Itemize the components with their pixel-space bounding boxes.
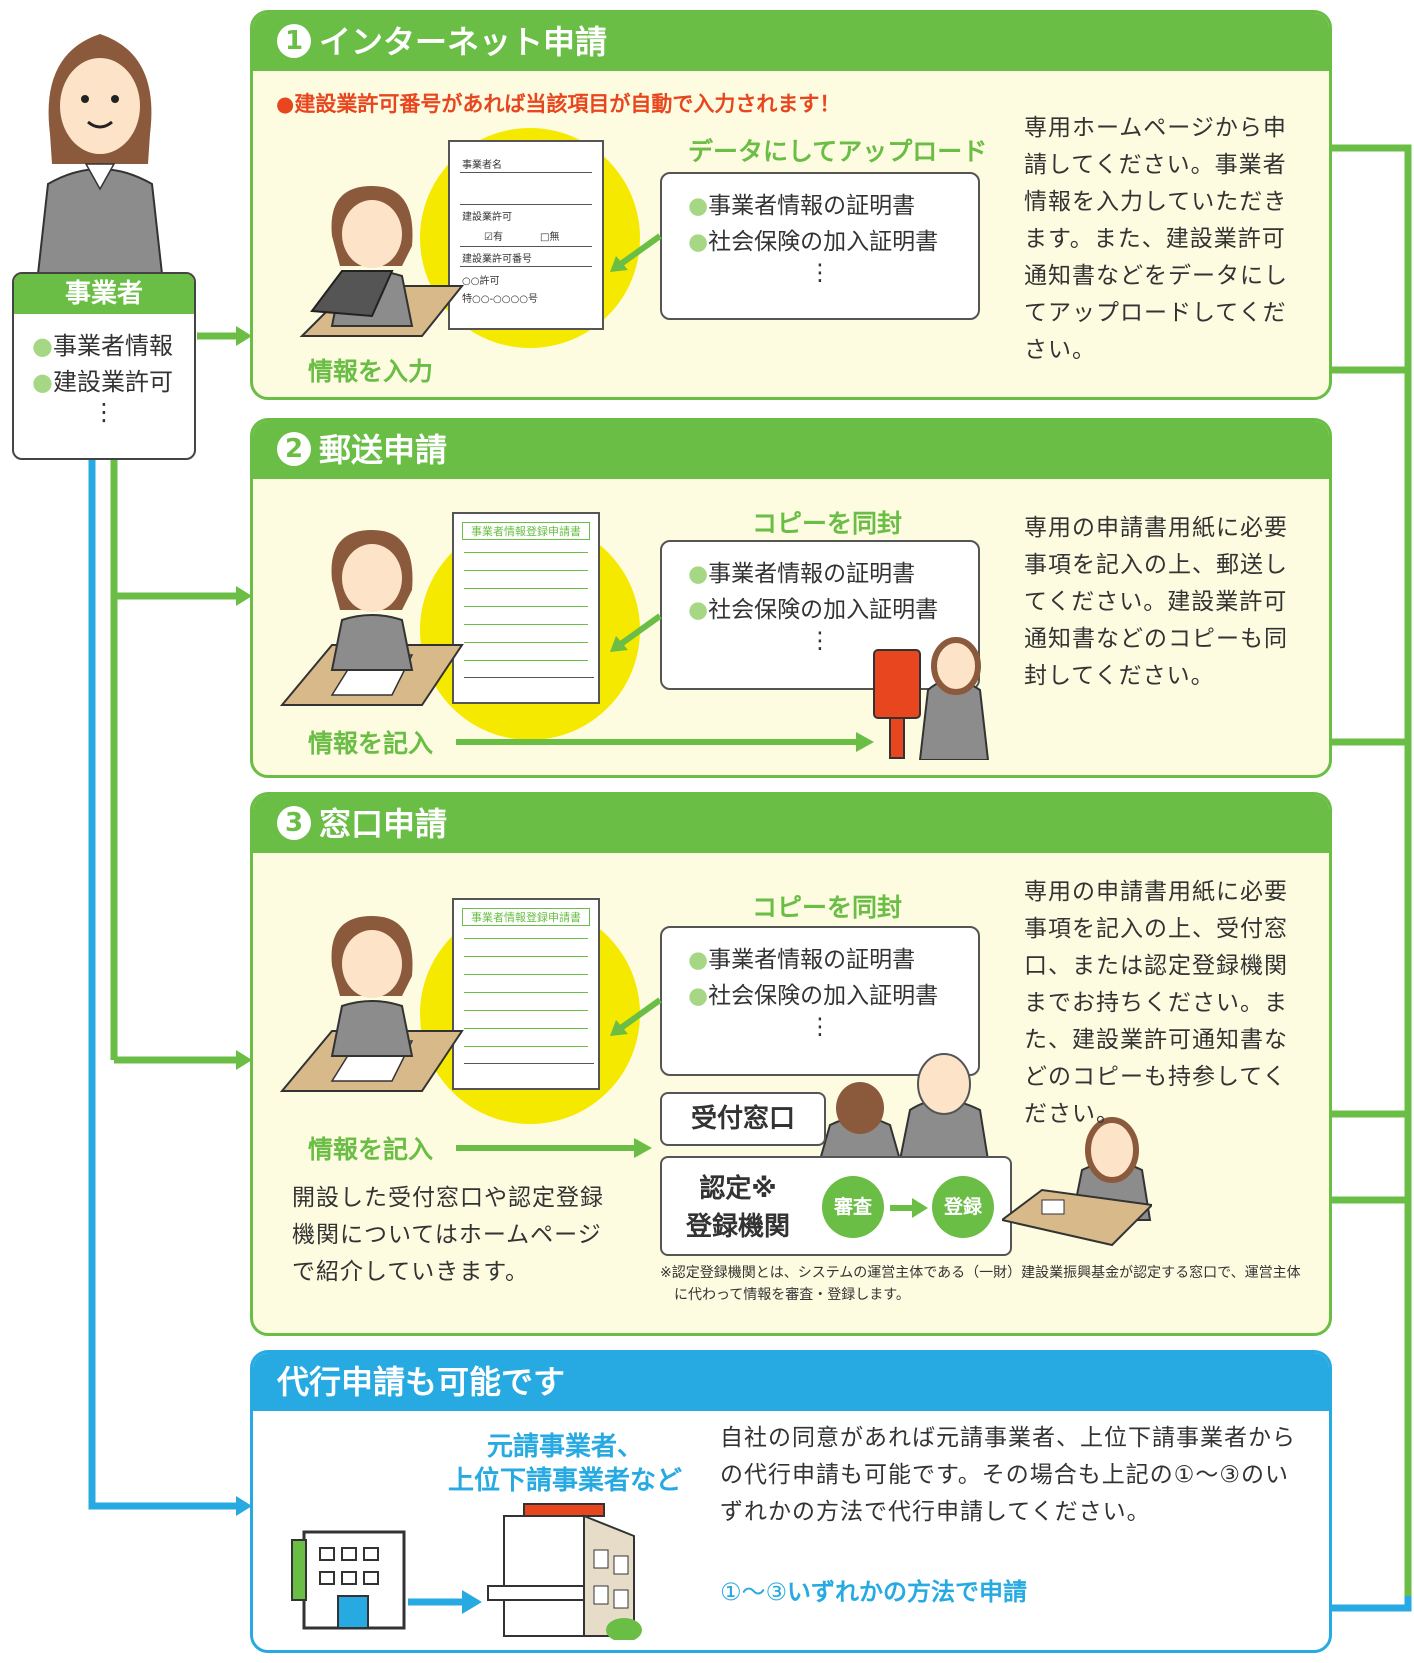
building-small-icon bbox=[290, 1522, 410, 1632]
enclose-label: コピーを同封 bbox=[752, 893, 903, 922]
building-large-icon bbox=[484, 1490, 644, 1642]
applicant-item: ●事業者情報 bbox=[32, 332, 173, 360]
applicant-figure bbox=[30, 14, 170, 275]
input-label: 情報を入力 bbox=[308, 357, 434, 386]
footnote: ※認定登録機関とは、システムの運営主体である（一財）建設業振興基金が認定する窓口… bbox=[660, 1265, 1301, 1303]
registry-staff-illustration bbox=[999, 1110, 1155, 1250]
input-label: 情報を記入 bbox=[308, 1135, 434, 1164]
person-writing bbox=[272, 906, 472, 1096]
review-step: 審査 bbox=[822, 1176, 884, 1238]
note-left: 開設した受付窓口や認定登録機関についてはホームページで紹介していきます。 bbox=[292, 1185, 604, 1285]
form-sheet: 事業者情報登録申請書 bbox=[452, 898, 600, 1090]
step-number: 3 bbox=[277, 806, 311, 840]
step-number: 1 bbox=[277, 24, 311, 58]
person-at-laptop bbox=[272, 176, 472, 346]
applicant-box: 事業者 ●事業者情報 ●建設業許可 ⋮ bbox=[12, 272, 196, 460]
upload-label: データにしてアップロード bbox=[688, 137, 988, 166]
form-sheet: 事業者名 建設業許可 ☑有 □無 建設業許可番号 ○○許可 特○○-○○○○号 bbox=[448, 140, 604, 330]
cert-label: 認定※ bbox=[699, 1174, 777, 1204]
counter-label: 受付窓口 bbox=[660, 1092, 826, 1146]
arrow-icon bbox=[456, 1138, 652, 1158]
method-note: ①〜③いずれかの方法で申請 bbox=[720, 1578, 1028, 1606]
counter-staff-illustration bbox=[818, 1030, 990, 1161]
form-title: 事業者情報登録申請書 bbox=[462, 908, 590, 926]
document-box: ●事業者情報の証明書 ●社会保険の加入証明書 ⋮ bbox=[660, 926, 980, 1076]
mailbox-icon bbox=[870, 630, 990, 761]
enclose-label: コピーを同封 bbox=[752, 509, 903, 538]
panel-title: 郵送申請 bbox=[319, 431, 448, 469]
arrow-icon bbox=[610, 233, 662, 272]
register-step: 登録 bbox=[932, 1176, 994, 1238]
panel-description: 自社の同意があれば元請事業者、上位下請事業者からの代行申請も可能です。その場合も… bbox=[720, 1425, 1296, 1525]
document-box: ●事業者情報の証明書 ●社会保険の加入証明書 ⋮ bbox=[660, 172, 980, 320]
agent-label: 元請事業者、 上位下請事業者など bbox=[447, 1432, 682, 1496]
doc-item: ●事業者情報の証明書 bbox=[688, 193, 916, 219]
arrow-right-icon bbox=[890, 1198, 928, 1218]
input-label: 情報を記入 bbox=[308, 729, 434, 758]
form-title: 事業者情報登録申請書 bbox=[462, 522, 590, 540]
arrow-icon bbox=[456, 732, 874, 752]
doc-item: ●社会保険の加入証明書 bbox=[688, 597, 939, 623]
doc-item: ●社会保険の加入証明書 bbox=[688, 229, 939, 255]
arrow-icon bbox=[610, 613, 662, 652]
notice: ●建設業許可番号があれば当該項目が自動で入力されます！ bbox=[276, 92, 841, 116]
document-box: ●事業者情報の証明書 ●社会保険の加入証明書 ⋮ bbox=[660, 540, 980, 690]
panel-description: 専用の申請書用紙に必要事項を記入の上、受付窓口、または認定登録機関までお持ちくだ… bbox=[1024, 879, 1288, 1127]
panel-description: 専用ホームページから申請してください。事業者情報を入力していただきます。また、建… bbox=[1024, 115, 1288, 363]
panel-title: 代行申請も可能です bbox=[277, 1363, 566, 1401]
panel-description: 専用の申請書用紙に必要事項を記入の上、郵送してください。建設業許可通知書などのコ… bbox=[1024, 515, 1288, 689]
person-writing bbox=[272, 520, 472, 710]
ellipsis: ⋮ bbox=[808, 628, 832, 654]
ellipsis: ⋮ bbox=[808, 260, 832, 286]
panel-header: 代行申請も可能です bbox=[253, 1353, 1329, 1411]
panel-title: 窓口申請 bbox=[319, 805, 448, 843]
ellipsis: ⋮ bbox=[808, 1014, 832, 1040]
doc-item: ●事業者情報の証明書 bbox=[688, 947, 916, 973]
doc-item: ●社会保険の加入証明書 bbox=[688, 983, 939, 1009]
form-sheet: 事業者情報登録申請書 bbox=[452, 512, 600, 704]
ellipsis: ⋮ bbox=[92, 398, 116, 426]
panel-title: インターネット申請 bbox=[319, 23, 608, 61]
applicant-title: 事業者 bbox=[14, 274, 194, 314]
arrow-right-icon bbox=[408, 1590, 482, 1614]
doc-item: ●事業者情報の証明書 bbox=[688, 561, 916, 587]
applicant-item: ●建設業許可 bbox=[32, 368, 173, 396]
arrow-icon bbox=[610, 997, 662, 1036]
cert-label: 登録機関 bbox=[685, 1212, 790, 1242]
step-number: 2 bbox=[277, 432, 311, 466]
